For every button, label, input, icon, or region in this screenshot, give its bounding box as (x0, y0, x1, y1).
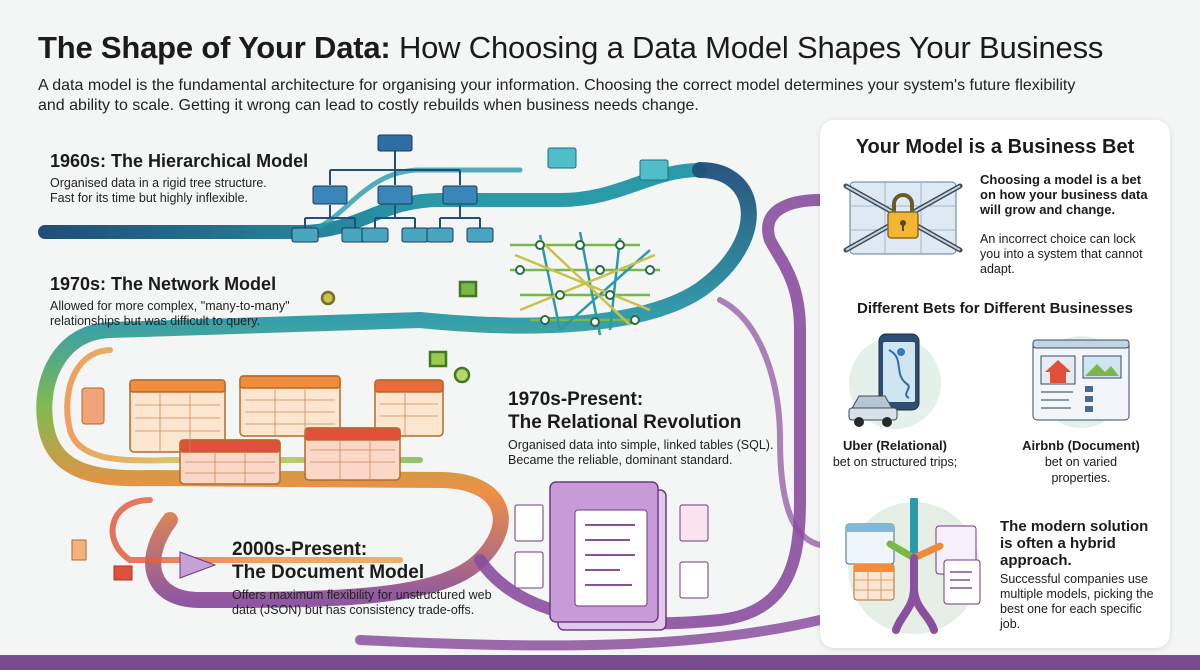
airbnb-text: bet on varied properties. (1044, 455, 1118, 485)
era-document-title-line2: The Document Model (232, 562, 425, 583)
footer-bar (0, 655, 1200, 670)
era-relational-title-line1: 1970s-Present: (508, 389, 644, 410)
business-bet-panel: Your Model is a Business Bet Choosing a … (820, 120, 1170, 648)
padlock-chain-icon (843, 181, 963, 255)
uber-caption: Uber (Relational) bet on structured trip… (830, 438, 960, 470)
page-title: The Shape of Your Data: How Choosing a D… (38, 30, 1103, 66)
era-hierarchical-text: Organised data in a rigid tree structure… (50, 176, 267, 205)
era-relational: 1970s-Present: The Relational Revolution… (508, 388, 808, 468)
era-document: 2000s-Present: The Document Model Offers… (232, 538, 512, 618)
era-hierarchical-title: 1960s: The Hierarchical Model (50, 151, 309, 171)
airbnb-caption: Airbnb (Document) bet on varied properti… (1016, 438, 1146, 486)
uber-text: bet on structured trips; (832, 455, 958, 469)
title-bold: The Shape of Your Data: (38, 30, 391, 65)
uber-name: Uber (Relational) (842, 438, 947, 453)
era-network: 1970s: The Network Model Allowed for mor… (50, 273, 330, 329)
era-relational-title-line2: The Relational Revolution (508, 412, 742, 433)
intro-paragraph: A data model is the fundamental architec… (38, 77, 1076, 114)
airbnb-name: Airbnb (Document) (1022, 438, 1140, 453)
linked-tables-icon (71, 375, 444, 581)
hybrid-merge-icon (845, 498, 981, 634)
phone-car-map-icon (848, 333, 941, 429)
era-hierarchical: 1960s: The Hierarchical Model Organised … (50, 150, 320, 206)
document-stack-icon (179, 481, 709, 631)
hybrid-note-text: Successful companies use multiple models… (1000, 572, 1154, 631)
bet-note-text: An incorrect choice can lock you into a … (980, 232, 1143, 276)
property-listing-icon (1032, 336, 1130, 428)
different-bets-title: Different Bets for Different Businesses (857, 300, 1133, 317)
era-document-title-line1: 2000s-Present: (232, 539, 368, 560)
tree-diagram-icon (291, 134, 669, 243)
era-network-title: 1970s: The Network Model (50, 274, 277, 294)
hybrid-strong-text: The modern solution is often a hybrid ap… (1000, 518, 1149, 569)
era-relational-text: Organised data into simple, linked table… (508, 438, 774, 467)
network-graph-icon (320, 231, 660, 384)
era-network-text: Allowed for more complex, "many-to-many"… (50, 299, 290, 328)
bet-strong-text: Choosing a model is a bet on how your bu… (980, 172, 1148, 217)
era-document-text: Offers maximum flexibility for unstructu… (232, 588, 492, 617)
panel-title: Your Model is a Business Bet (855, 136, 1135, 158)
title-rest: How Choosing a Data Model Shapes Your Bu… (398, 30, 1104, 65)
